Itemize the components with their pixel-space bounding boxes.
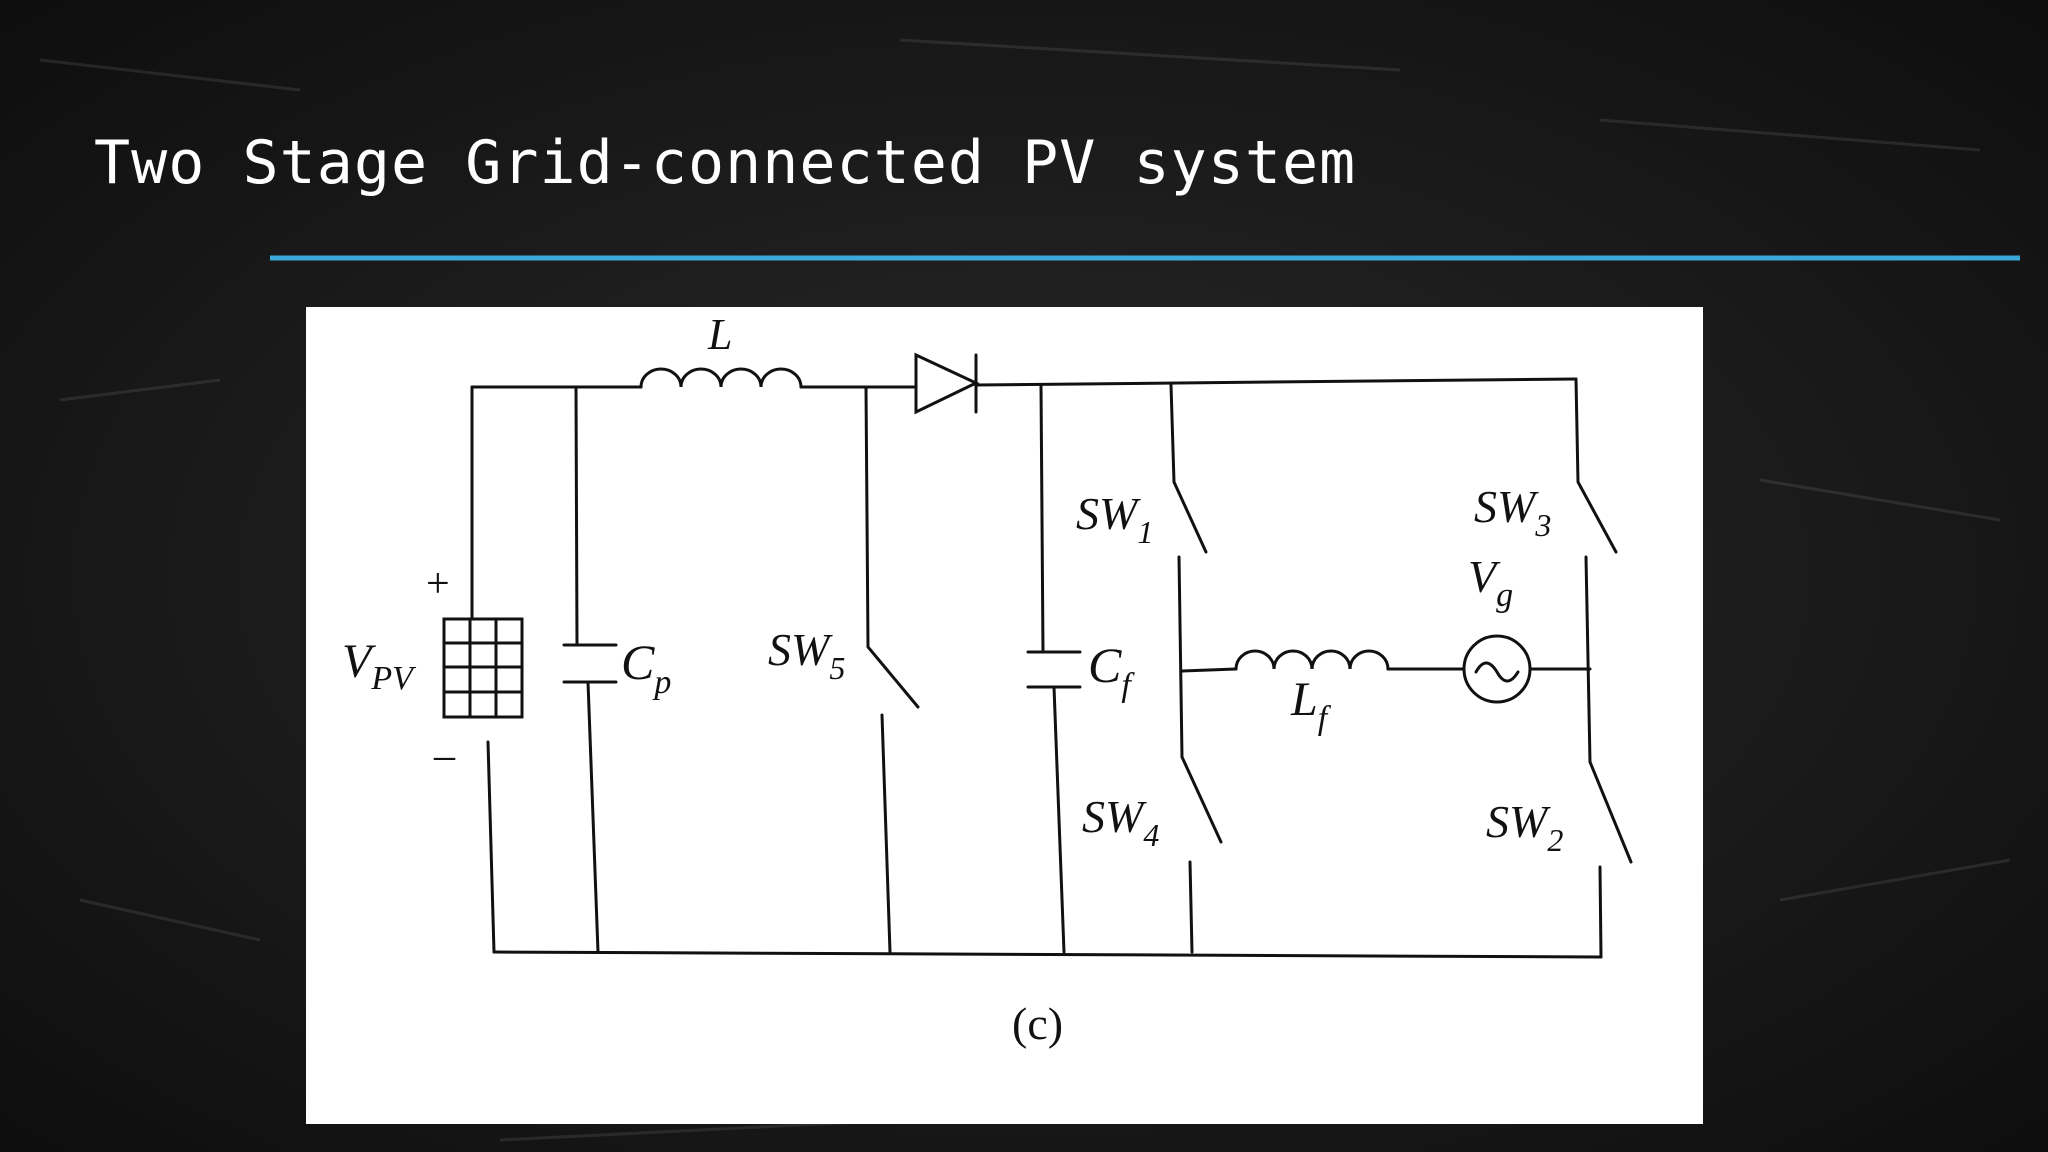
label-sw1: SW1	[1076, 488, 1153, 550]
pv-panel	[442, 617, 524, 719]
figure-caption: (c)	[1012, 998, 1063, 1049]
pv-minus-sign: –	[433, 733, 456, 779]
label-sw3: SW3	[1474, 481, 1551, 543]
label-cp: Cp	[621, 634, 671, 701]
bottom-wire	[492, 950, 1603, 959]
cap-p	[562, 643, 618, 684]
label-l: L	[707, 310, 732, 359]
circuit-figure: L + – VPV Cp SW5 Cf SW1 SW3 Vg Lf SW4 SW…	[306, 307, 1703, 1124]
title-underline-accent	[270, 255, 2020, 261]
label-vpv: VPV	[342, 635, 417, 697]
cap-f	[1026, 650, 1082, 689]
main-inductor	[639, 367, 803, 389]
slide-title: Two Stage Grid-connected PV system	[94, 128, 1357, 198]
diode	[914, 352, 980, 415]
circuit-schematic: L + – VPV Cp SW5 Cf SW1 SW3 Vg Lf SW4 SW…	[342, 310, 1633, 1049]
label-lf: Lf	[1290, 673, 1332, 737]
label-sw4: SW4	[1082, 791, 1159, 853]
label-cf: Cf	[1088, 637, 1135, 704]
label-sw2: SW2	[1486, 796, 1563, 858]
pv-plus-sign: +	[426, 561, 450, 607]
filter-inductor	[1234, 649, 1390, 671]
label-sw5: SW5	[768, 624, 845, 686]
label-vg: Vg	[1468, 551, 1513, 614]
grid-source	[1462, 634, 1532, 704]
